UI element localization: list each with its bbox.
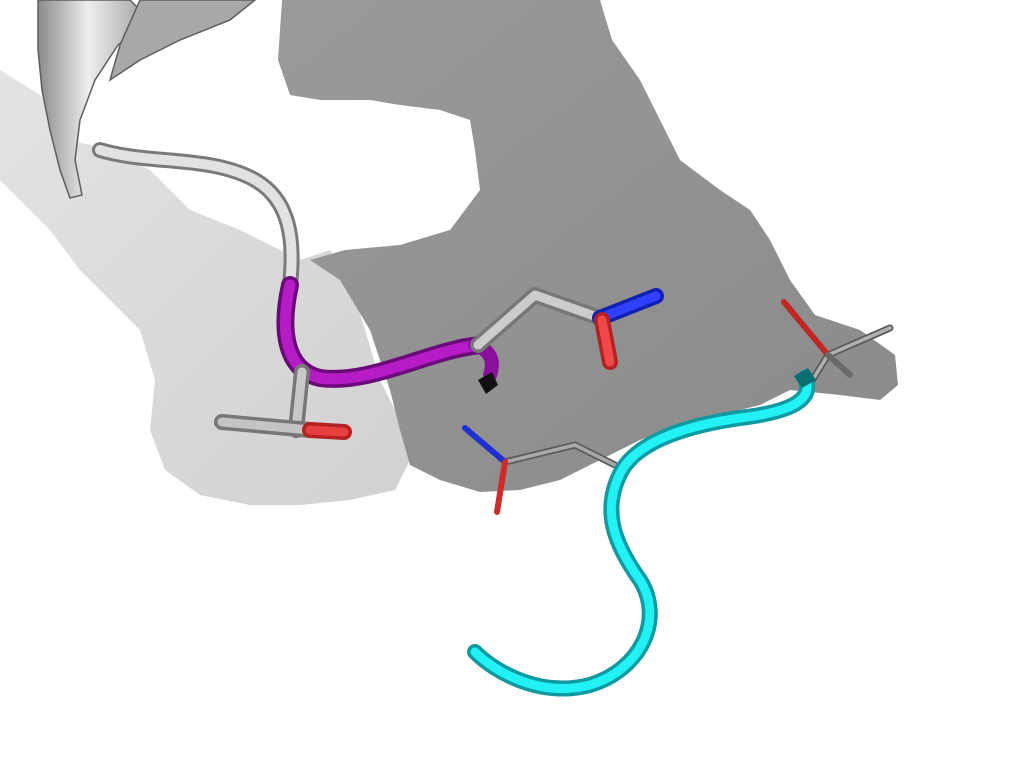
stick-center-chain-hl (473, 290, 605, 350)
stick-center-nitrogen-hl (595, 291, 661, 323)
stick-left-horizontal-hl (217, 417, 315, 435)
cyan-coil-highlight (470, 373, 812, 693)
stick-left-vertical-hl (291, 367, 307, 435)
magenta-coil-highlight (280, 279, 486, 385)
thin-stick-bottom-oxygen (494, 459, 508, 515)
stick-left-oxygen-hl (305, 425, 349, 437)
cyan-end-cap (794, 368, 816, 388)
thin-stick-right-branch (825, 352, 853, 378)
dark-arrow-head (478, 372, 498, 394)
helix-back (108, 0, 257, 82)
stick-center-oxygen-hl (597, 315, 615, 367)
surface-dark-region (278, 0, 898, 492)
gray-coil-highlight (95, 145, 297, 290)
thin-stick-bottom-hl (503, 443, 617, 467)
thin-stick-right-oxygen (781, 299, 831, 358)
thin-stick-bottom-nitrogen (462, 425, 508, 465)
